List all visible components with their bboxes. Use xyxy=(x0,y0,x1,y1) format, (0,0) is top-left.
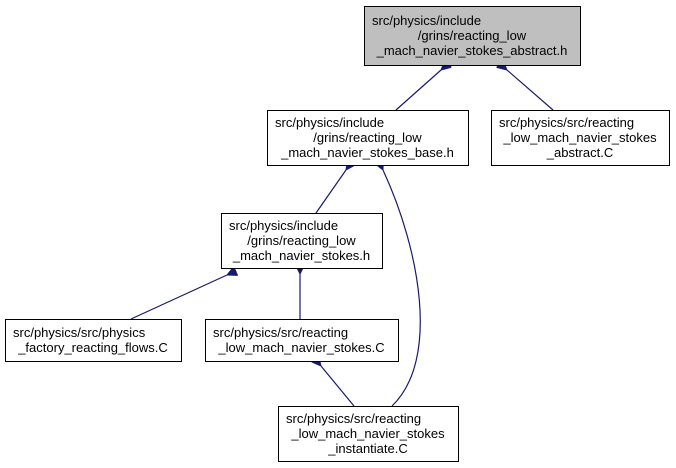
node-factory-c[interactable]: src/physics/src/physics_factory_reacting… xyxy=(5,319,182,362)
node-label-line: src/physics/src/reacting xyxy=(499,115,634,130)
node-label-line: _low_mach_navier_stokes xyxy=(290,426,445,441)
node-label-line: _mach_navier_stokes_base.h xyxy=(280,145,454,160)
node-label-line: src/physics/include xyxy=(275,115,384,130)
node-label-line: _low_mach_navier_stokes.C xyxy=(217,340,384,355)
node-label-line: _instantiate.C xyxy=(327,441,408,456)
node-abstract-h[interactable]: src/physics/include/grins/reacting_low_m… xyxy=(364,6,581,66)
edge-instantiate_c-to-base_h xyxy=(383,170,421,407)
edge-instantiate_c-to-stokes_c xyxy=(321,366,355,407)
node-label-line: _abstract.C xyxy=(546,145,613,160)
edge-base_h-to-abstract_h xyxy=(395,70,441,111)
node-label-line: _mach_navier_stokes_abstract.h xyxy=(376,43,568,58)
node-box xyxy=(205,319,399,362)
node-label-line: _factory_reacting_flows.C xyxy=(17,340,168,355)
node-base-h[interactable]: src/physics/include/grins/reacting_low_m… xyxy=(267,110,469,166)
node-label-line: src/physics/src/reacting xyxy=(213,325,348,340)
node-label-line: _mach_navier_stokes.h xyxy=(232,248,370,263)
node-box xyxy=(267,110,469,166)
node-label-line: src/physics/src/physics xyxy=(13,325,146,340)
node-box xyxy=(364,6,581,66)
node-abstract-c[interactable]: src/physics/src/reacting_low_mach_navier… xyxy=(491,110,670,166)
node-label-line: /grins/reacting_low xyxy=(247,233,356,248)
node-box xyxy=(491,110,670,166)
node-label-line: src/physics/include xyxy=(372,13,481,28)
node-instantiate-c[interactable]: src/physics/src/reacting_low_mach_navier… xyxy=(278,406,459,462)
node-box xyxy=(221,213,383,269)
edge-abstract_c-to-abstract_h xyxy=(507,70,554,111)
node-label-line: /grins/reacting_low xyxy=(313,130,422,145)
node-box xyxy=(5,319,182,362)
node-label-line: /grins/reacting_low xyxy=(418,28,527,43)
node-stokes-h[interactable]: src/physics/include/grins/reacting_low_m… xyxy=(221,213,383,269)
node-label-line: _low_mach_navier_stokes xyxy=(502,130,657,145)
edge-stokes_h-to-base_h xyxy=(315,170,346,214)
edge-factory_c-to-stokes_h xyxy=(130,275,227,320)
node-box xyxy=(278,406,459,462)
node-label-line: src/physics/src/reacting xyxy=(286,411,421,426)
node-stokes-c[interactable]: src/physics/src/reacting_low_mach_navier… xyxy=(205,319,399,362)
node-label-line: src/physics/include xyxy=(229,218,338,233)
